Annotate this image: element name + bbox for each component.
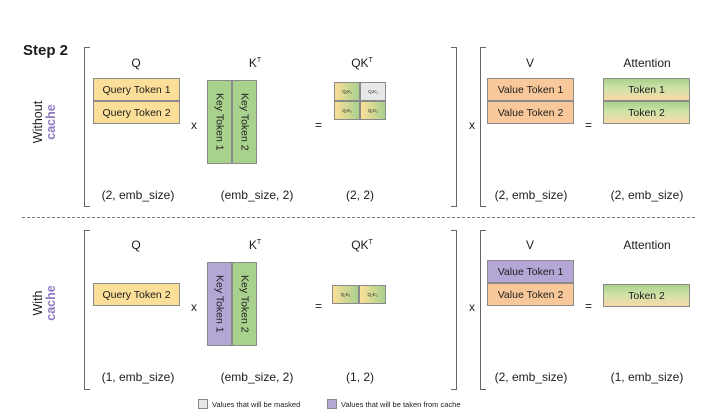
header-v: V [525, 238, 534, 252]
multiply-operator: x [469, 300, 475, 314]
query-token-cell: Query Token 2 [93, 101, 180, 124]
dim-attention: (2, emb_size) [610, 188, 684, 202]
query-token-cell: Query Token 1 [93, 78, 180, 101]
legend-cached: Values that will be taken from cache [327, 399, 461, 409]
attention-token-cell: Token 2 [603, 284, 690, 307]
dim-q: (1, emb_size) [101, 370, 175, 384]
header-q: Q [131, 56, 141, 70]
header-kt: KT [248, 56, 262, 70]
dim-v: (2, emb_size) [494, 370, 568, 384]
value-token-cell: Value Token 1 [487, 78, 574, 101]
legend-masked: Values that will be masked [198, 399, 300, 409]
header-kt: KT [248, 238, 262, 252]
bracket-right [451, 47, 457, 207]
legend-swatch-cached [327, 399, 337, 409]
qk-cell: Q₂K₂ [359, 285, 386, 304]
dim-q: (2, emb_size) [101, 188, 175, 202]
dim-k: (emb_size, 2) [220, 370, 294, 384]
multiply-operator: x [191, 300, 197, 314]
dim-qk: (2, 2) [345, 188, 374, 202]
bracket-left [84, 47, 90, 207]
dim-attention: (1, emb_size) [610, 370, 684, 384]
step-title: Step 2 [23, 42, 69, 59]
qk-cell: Q₂K₂ [360, 101, 386, 120]
key-token-cell-cached: Key Token 1 [207, 262, 232, 346]
header-qkt: QKT [351, 56, 373, 70]
attention-token-cell: Token 2 [603, 101, 690, 124]
qk-cell: Q₁K₁ [334, 82, 360, 101]
bracket-left-2 [480, 230, 486, 390]
multiply-operator: x [469, 118, 475, 132]
bracket-right [451, 230, 457, 390]
with-label-line2: cache [44, 285, 58, 321]
multiply-operator: x [191, 118, 197, 132]
section-divider [22, 217, 695, 218]
legend-cached-label: Values that will be taken from cache [341, 399, 461, 409]
key-token-cell: Key Token 2 [232, 262, 257, 346]
header-attention: Attention [623, 238, 671, 252]
with-cache-label: With cache [31, 268, 58, 338]
legend-swatch-masked [198, 399, 208, 409]
equals-operator: = [585, 299, 593, 313]
dim-k: (emb_size, 2) [220, 188, 294, 202]
dim-v: (2, emb_size) [494, 188, 568, 202]
bracket-left-2 [480, 47, 486, 207]
qk-cell: Q₂K₁ [332, 285, 359, 304]
equals-operator: = [315, 118, 323, 132]
header-q: Q [131, 238, 141, 252]
header-attention: Attention [623, 56, 671, 70]
legend-masked-label: Values that will be masked [212, 399, 301, 409]
attention-token-cell: Token 1 [603, 78, 690, 101]
without-label-line2: cache [44, 104, 58, 140]
value-token-cell-cached: Value Token 1 [487, 260, 574, 283]
key-token-cell: Key Token 2 [232, 80, 257, 164]
query-token-cell: Query Token 2 [93, 283, 180, 306]
bracket-left [84, 230, 90, 390]
equals-operator: = [585, 118, 593, 132]
value-token-cell: Value Token 2 [487, 101, 574, 124]
value-token-cell: Value Token 2 [487, 283, 574, 306]
without-cache-label: Without cache [31, 87, 58, 157]
key-token-cell: Key Token 1 [207, 80, 232, 164]
dim-qk: (1, 2) [345, 370, 374, 384]
equals-operator: = [315, 299, 323, 313]
header-qkt: QKT [351, 238, 373, 252]
qk-cell: Q₂K₁ [334, 101, 360, 120]
header-v: V [525, 56, 534, 70]
qk-cell-masked: Q₁K₂ [360, 82, 386, 101]
